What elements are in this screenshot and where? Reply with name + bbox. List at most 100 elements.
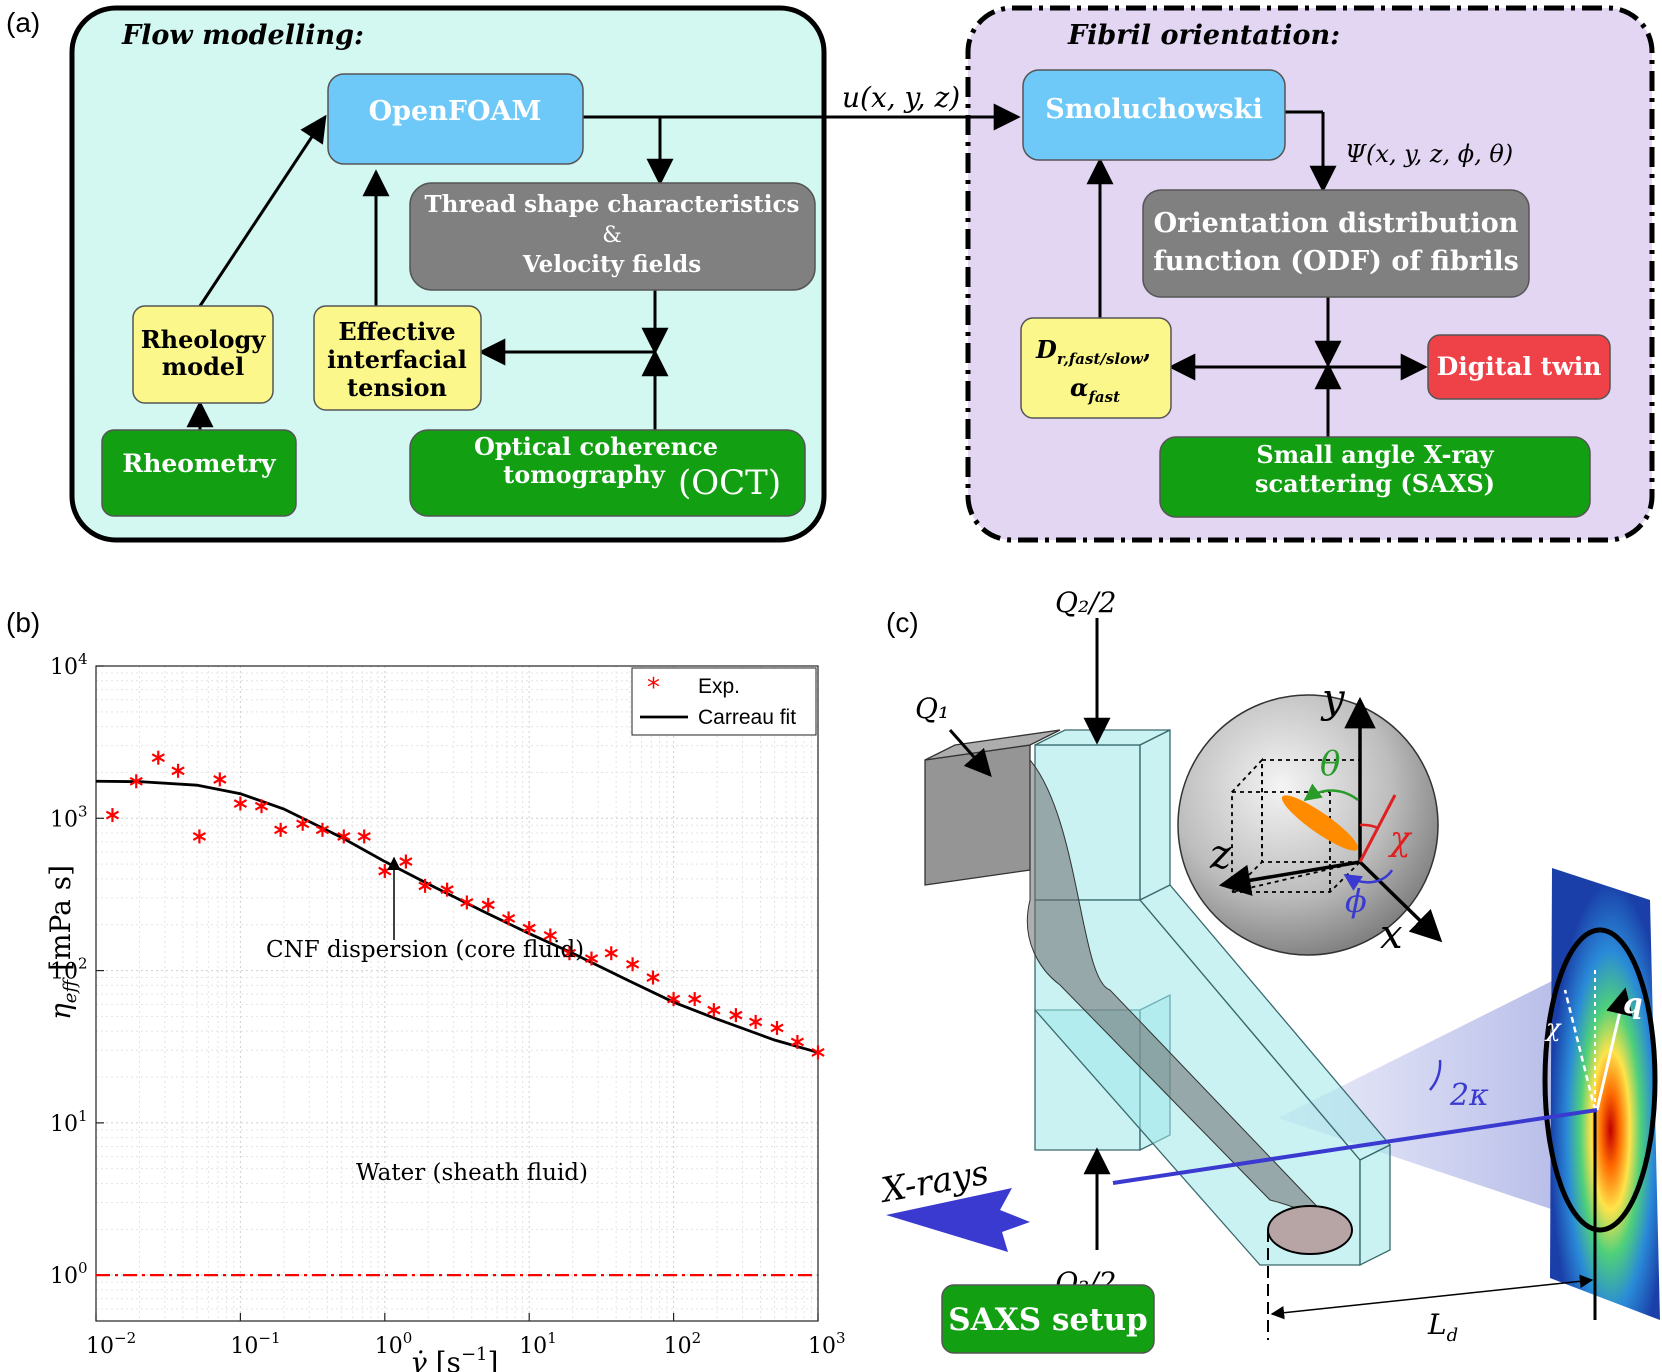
x-tick-label: 102 (664, 1329, 702, 1359)
panel-label-b: (b) (6, 607, 40, 638)
flow-arrows (186, 103, 1428, 437)
dr-comma: , (1143, 335, 1151, 364)
fibril-orientation-title: Fibril orientation: (1067, 20, 1340, 51)
exp-point (440, 882, 454, 897)
odf-box (1142, 189, 1530, 298)
x-tick-base: 10 (808, 1334, 836, 1359)
x-tick-exponent: −1 (258, 1329, 280, 1347)
x-tick-exponent: 0 (403, 1329, 413, 1347)
thread-shape-amp: & (602, 223, 622, 248)
smoluchowski-box (1022, 69, 1286, 161)
sphere-axes (1218, 696, 1443, 943)
saxs-line2: scattering (SAXS) (1255, 469, 1495, 498)
theta-symbol: θ (1320, 744, 1340, 784)
thread-shape-line1: Thread shape characteristics (425, 191, 800, 218)
y-tick-exponent: 4 (78, 650, 88, 668)
main-channel-end (1359, 1143, 1391, 1267)
exp-point (481, 897, 495, 912)
rheometry-box (101, 429, 297, 517)
x-tick-exponent: −2 (114, 1329, 136, 1347)
openfoam-label: OpenFOAM (369, 96, 542, 127)
core-inlet (924, 744, 1031, 886)
psi-label: Ψ(x, y, z, ϕ, θ) (1345, 140, 1513, 168)
z-axis-symbol: z (1209, 832, 1232, 878)
xray-arrow (886, 1188, 1030, 1252)
x-axis-label: γ̇ [s−1] (410, 1344, 498, 1372)
exp-point (522, 921, 536, 936)
y-tick-exponent: 2 (78, 955, 88, 973)
saxs-line1: Small angle X-ray (1256, 440, 1494, 469)
theta-arrow (1303, 783, 1359, 802)
x-tick-base: 10 (230, 1334, 258, 1359)
ld-label: Ld (1427, 1308, 1458, 1346)
exp-point (543, 928, 557, 943)
oct-line2: tomography (503, 460, 666, 489)
rheometry-label: Rheometry (122, 449, 277, 478)
x-tick-label: 103 (808, 1329, 846, 1359)
phi-symbol: ϕ (1345, 882, 1367, 920)
exp-point (460, 895, 474, 910)
y-tick-base: 10 (50, 655, 78, 680)
q-vector-label: q (1623, 987, 1643, 1020)
saxs-setup-label: SAXS setup (948, 1302, 1147, 1338)
exp-point (233, 796, 248, 811)
detector-panel (1550, 868, 1660, 1320)
exp-point (501, 911, 516, 926)
scattering-cone (1278, 968, 1578, 1218)
phi-arrow (1343, 869, 1394, 891)
carreau-fit-line (95, 779, 819, 1054)
x-tick-base: 10 (519, 1334, 547, 1359)
legend-box (631, 667, 817, 736)
diffusion-params-box (1020, 317, 1172, 419)
y-tick-base: 10 (50, 960, 78, 985)
y-axis-symbol: y (1320, 676, 1346, 722)
dr-main: D (1035, 335, 1057, 364)
exp-point (625, 957, 640, 972)
exp-point (151, 750, 165, 765)
exp-point (213, 772, 227, 787)
chart-grid (95, 666, 818, 1322)
legend-exp-marker: * (647, 673, 660, 703)
rheology-model-line1: Rheology (141, 325, 267, 354)
x-tick-base: 10 (86, 1334, 114, 1359)
top-inlet-side (1139, 728, 1171, 902)
exp-point (707, 1003, 721, 1018)
x-tick-exponent: 1 (547, 1329, 557, 1347)
ld-sub: d (1447, 1325, 1459, 1346)
saxs-setup-badge (941, 1284, 1155, 1354)
legend-fit-label: Carreau fit (698, 706, 796, 729)
dr-param: Dr,fast/slow, (1035, 335, 1151, 368)
x-tick-label: 101 (519, 1329, 557, 1359)
q-vector (1595, 987, 1633, 1111)
rheology-model-box (132, 305, 274, 404)
exp-point (729, 1008, 743, 1023)
exp-point (192, 829, 207, 844)
y-tick-base: 10 (50, 1112, 78, 1137)
exp-point (770, 1020, 784, 1035)
x-tick-label: 100 (375, 1329, 413, 1359)
digital-twin-box (1427, 334, 1611, 400)
exp-point (562, 946, 577, 961)
chart-ticks (95, 665, 819, 1321)
detector-ring (1542, 927, 1658, 1233)
exp-point (584, 951, 599, 966)
legend-exp-label: Exp. (698, 675, 740, 698)
chi-symbol: χ (1388, 819, 1413, 859)
panel-label-a: (a) (6, 7, 40, 38)
rheology-model-line2: model (162, 352, 245, 381)
cnf-annotation: CNF dispersion (core fluid) (266, 937, 584, 963)
velocity-field-label: u(x, y, z) (842, 81, 960, 114)
y-tick-exponent: 1 (78, 1107, 88, 1125)
y-tick-base: 10 (50, 807, 78, 832)
fibril-ellipsoid (1281, 795, 1359, 851)
exp-point (399, 854, 413, 869)
alpha-param: αfast (1070, 373, 1120, 406)
exp-point (646, 970, 660, 985)
exp-point (337, 829, 351, 844)
ld-dimension-arrow (1270, 1274, 1594, 1320)
y-tick-exponent: 0 (78, 1259, 88, 1277)
y-tick-label: 101 (50, 1107, 88, 1137)
